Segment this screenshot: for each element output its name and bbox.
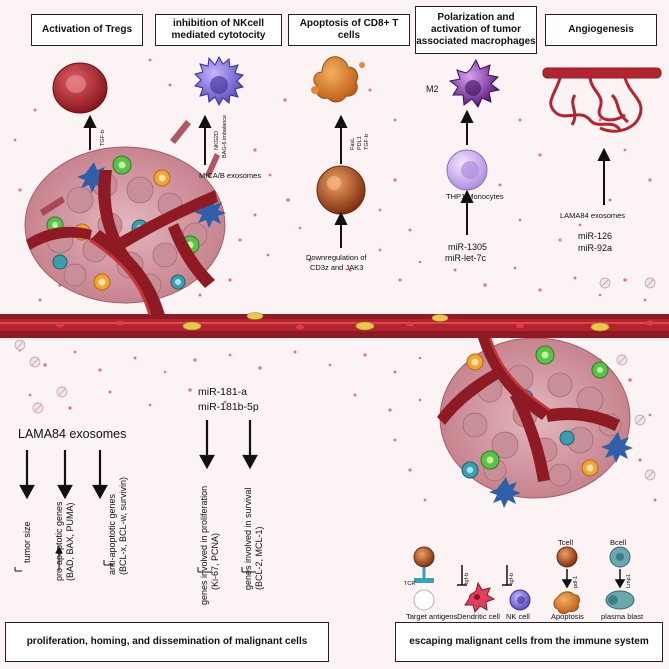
label-mir92a: miR-92a: [578, 243, 613, 253]
label-plasma: plasma blast: [601, 612, 644, 621]
regulation-markers: [14, 545, 256, 573]
tcell-bottom: [553, 546, 580, 614]
nk-cell-bottom: [509, 589, 531, 611]
label-pdl1-top: PDL1: [357, 136, 363, 150]
header-box-tregs: Activation of Tregs: [31, 14, 143, 46]
label-downreg-1: Downregulation of: [306, 253, 367, 262]
m2-macrophage: [448, 58, 501, 108]
label-survival-2: (BCL-2, MCL-1): [254, 526, 264, 590]
nk-cell-top: [194, 55, 244, 107]
label-anti-apop-2: (BCL-x, BCL-w, survivin): [118, 476, 128, 575]
label-nkg2d: NKG2D: [214, 131, 220, 150]
label-bcell: Bcell: [610, 538, 627, 547]
label-downreg-2: CD3z and JAK3: [310, 263, 364, 272]
label-prolif-1: genes involved in proliferation: [199, 485, 209, 605]
label-pro-apop-1: pro-apoptotic genes: [54, 501, 64, 581]
angiogenesis-vessels: [542, 67, 662, 133]
target-antigen-cell: [413, 546, 435, 611]
cd8-tcell: [316, 165, 366, 215]
label-mica: MICA/B exosomes: [199, 171, 262, 180]
label-lmp1: Lmp1: [626, 574, 632, 588]
label-survival-1: genes involved in survival: [243, 487, 253, 590]
label-bag6: BAG-6 imbalance: [222, 114, 228, 158]
label-target-antigens: Target antigens: [406, 612, 458, 621]
label-mir126: miR-126: [578, 231, 613, 241]
label-prolif-2: (Ki-67, PCNA): [210, 532, 220, 590]
label-mir181b: miR-181b-5p: [198, 401, 259, 413]
label-apoptosis: Apoptosis: [551, 612, 584, 621]
label-dendritic: Dendritic cell: [457, 612, 500, 621]
label-fasl: FasL: [350, 137, 356, 150]
bottom-left-arrows: [19, 420, 258, 500]
dendritic-cell: [464, 581, 496, 614]
label-pdl1-bottom: pdl-1: [573, 575, 579, 588]
label-tgfb-cd8: TGF-b: [364, 134, 370, 150]
blood-vessel: [0, 170, 669, 482]
header-box-macrophage: Polarization and activation of tumor ass…: [415, 6, 537, 54]
label-tgfb-tregs: TGF-b: [100, 130, 106, 146]
label-lama-angio: LAMA84 exosomes: [560, 211, 626, 220]
label-nk-cell: NK cell: [506, 612, 530, 621]
header-box-nk: inhibition of NKcell mediated cytotocity: [155, 14, 282, 46]
top-arrows: [83, 109, 611, 248]
thp1-monocyte: [446, 149, 488, 191]
label-mirlet7c: miR-let-7c: [445, 253, 487, 263]
label-tcell: Tcell: [558, 538, 574, 547]
bcell-bottom: [605, 546, 635, 610]
label-tgfb-dc: tgf-b: [464, 572, 470, 584]
bottom-right-arrows: [457, 565, 626, 589]
label-m2: M2: [426, 84, 439, 94]
label-pro-apop-2: (BAD, BAX, PUMA): [65, 502, 75, 581]
label-tgfb-nk: tgf-b: [509, 572, 515, 584]
footer-box-left: proliferation, homing, and dissemination…: [5, 622, 329, 662]
label-mir1305: miR-1305: [448, 242, 488, 252]
label-anti-apop-1: anti-apoptotic genes: [107, 493, 117, 575]
footer-box-right: escaping malignant cells from the immune…: [395, 622, 663, 662]
label-tumor-size: tumor size: [22, 521, 32, 563]
label-lama84-exosomes: LAMA84 exosomes: [18, 427, 127, 441]
label-mir181a: miR-181-a: [198, 386, 248, 398]
label-thp1: THP1 Monocytes: [446, 192, 504, 201]
header-box-cd8: Apoptosis of CD8+ T cells: [288, 14, 410, 46]
label-tcr: TCR: [404, 581, 416, 587]
exosome-vesicles: [14, 277, 656, 481]
cd8-apoptotic-cell: [311, 56, 365, 103]
header-box-angio: Angiogenesis: [545, 14, 657, 46]
treg-cell: [52, 62, 108, 114]
